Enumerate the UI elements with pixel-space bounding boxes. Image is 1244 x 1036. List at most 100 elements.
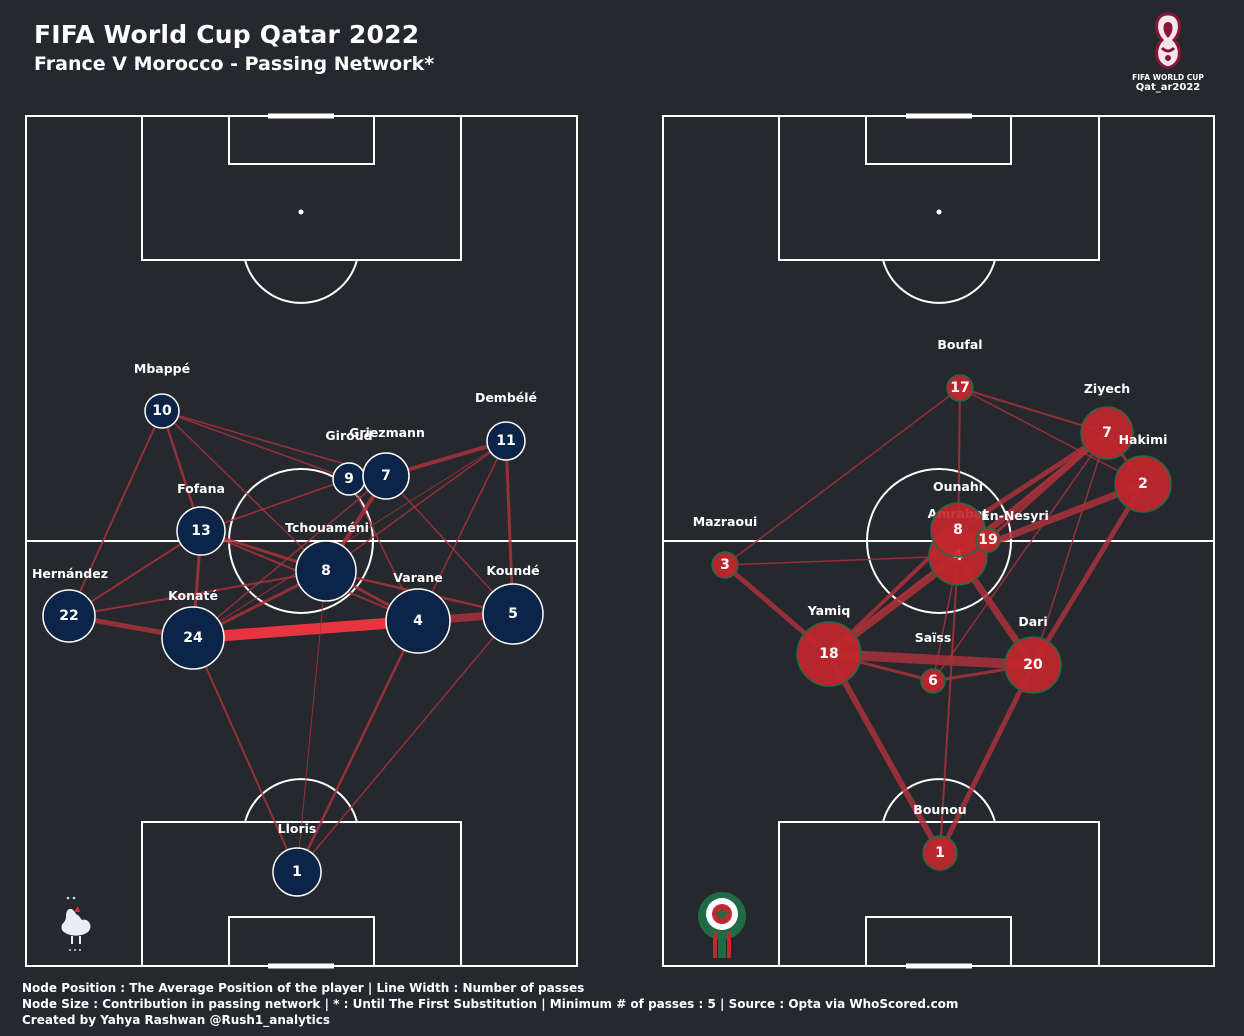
player-nodes-morocco: 1Bounou18Yamiq20Dari6Saïss3Mazraoui4Amra… [693,337,1172,871]
player-name-1: Lloris [278,821,317,836]
player-node-1 [922,835,958,871]
title: FIFA World Cup Qatar 2022 [34,20,420,49]
player-number-22: 22 [59,608,78,624]
footer-line-2: Node Size : Contribution in passing netw… [22,997,959,1011]
player-name-2: Hakimi [1119,432,1168,447]
top-penalty-arc [882,259,996,304]
player-number-17: 17 [950,380,969,396]
player-node-4 [385,588,451,654]
player-name-5: Koundé [486,563,539,578]
player-number-1: 1 [935,845,945,861]
pass-edge-24-4 [187,615,424,644]
player-node-5 [482,583,544,645]
player-number-5: 5 [508,606,518,622]
player-number-7: 7 [381,468,391,484]
player-name-24: Konaté [168,588,218,603]
player-name-8: Ounahi [933,479,983,494]
player-node-20 [1004,636,1062,694]
player-number-8: 8 [321,563,331,579]
footer-line-3: Created by Yahya Rashwan @Rush1_analytic… [22,1013,331,1027]
player-name-19: En-Nesyri [981,508,1049,523]
player-number-6: 6 [928,673,938,689]
player-node-10 [144,393,180,429]
player-name-22: Hernández [32,566,108,581]
pass-edge-24-11 [192,440,507,639]
player-name-18: Yamiq [807,603,851,618]
player-node-8 [295,540,357,602]
player-name-8: Tchouaméni [285,520,369,535]
player-name-3: Mazraoui [693,514,758,529]
pass-edge-3-17 [724,387,961,566]
pass-edge-18-20 [824,649,1038,670]
player-number-4: 4 [413,613,423,629]
player-node-11 [486,421,526,461]
pass-edge-13-9 [200,478,350,532]
bottom-goal-area [228,916,375,967]
subtitle: France V Morocco - Passing Network* [34,53,435,75]
player-number-11: 11 [496,433,515,449]
player-name-10: Mbappé [134,361,190,376]
player-node-19 [975,527,1001,553]
player-name-13: Fofana [177,481,225,496]
player-node-18 [796,621,862,687]
player-node-7 [1080,406,1134,460]
pass-edge-11-4 [417,440,507,622]
pass-edge-22-10 [68,410,163,617]
pass-edge-24-1 [192,637,298,873]
pass-edges-france [66,409,517,874]
pass-edge-20-1 [937,662,1036,856]
logo-line-1: FIFA WORLD CUP [1132,73,1204,82]
top-penalty-box [778,115,1100,261]
top-goal-area [228,115,375,165]
bottom-penalty-arc [244,778,358,823]
player-name-1: Bounou [913,802,966,817]
pass-edge-7-24 [192,475,387,639]
player-node-3 [711,551,739,579]
bottom-goal-area [865,916,1012,967]
player-number-20: 20 [1023,657,1043,673]
player-number-9: 9 [344,471,354,487]
pass-edge-6-7 [932,432,1108,682]
pass-edge-20-7 [1032,432,1108,666]
player-number-7: 7 [1102,425,1112,441]
player-name-20: Dari [1018,614,1047,629]
player-number-18: 18 [819,646,838,662]
player-node-13 [176,506,226,556]
pass-edge-11-8 [325,440,507,572]
world-cup-logo: FIFA WORLD CUP Qat_ar2022 [1132,10,1204,96]
player-name-6: Saïss [915,630,952,645]
player-node-7 [362,452,410,500]
player-number-2: 2 [1138,476,1148,492]
top-penalty-box [141,115,462,261]
pass-edge-5-1 [296,613,514,873]
player-number-13: 13 [191,523,210,539]
pass-edge-1-4 [939,555,959,854]
pass-edge-22-8 [68,570,327,617]
pass-edge-8-1 [296,570,327,873]
player-name-7: Ziyech [1084,381,1130,396]
player-number-24: 24 [183,630,203,646]
player-name-9: Giroud [325,428,372,443]
morocco-crest-icon [698,892,746,958]
player-number-19: 19 [978,532,997,548]
centre-circle [866,468,1012,614]
pass-edge-17-2 [959,387,1144,485]
france-rooster-crest-icon [61,896,91,951]
player-number-3: 3 [720,557,730,573]
pass-edges-morocco [722,387,1147,856]
pass-edge-8-7 [955,430,1110,533]
player-name-7: Griezmann [349,425,425,440]
player-node-17 [946,374,974,402]
player-name-4: Varane [393,570,442,585]
top-penalty-spot [298,209,304,215]
pass-edge-10-8 [161,410,327,572]
top-penalty-spot [936,209,942,215]
pass-edge-4-1 [295,619,420,874]
pass-edge-7-5 [385,475,514,615]
bottom-penalty-arc [882,778,996,823]
top-penalty-arc [244,259,358,304]
player-node-1 [272,847,322,897]
player-node-6 [920,668,946,694]
player-node-22 [42,589,96,643]
